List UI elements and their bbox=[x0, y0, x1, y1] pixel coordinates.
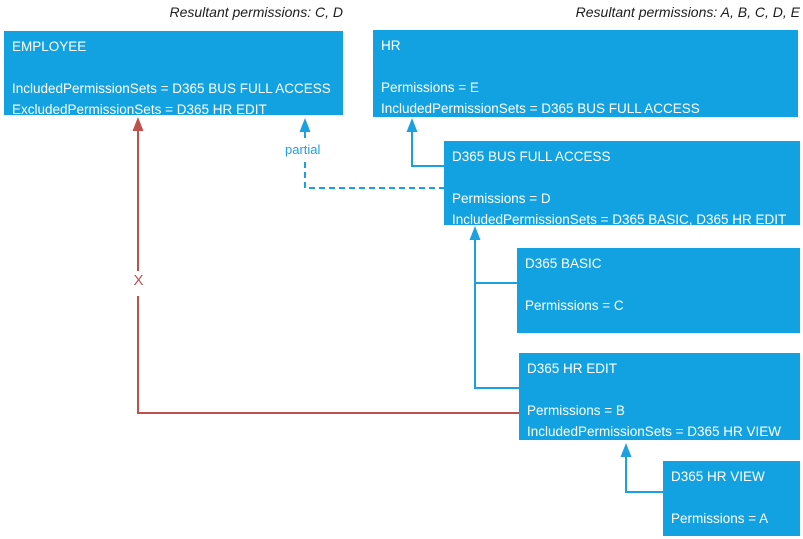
box-property: Permissions = C bbox=[525, 298, 624, 313]
box-blank-line bbox=[525, 274, 792, 295]
excluded-x-marker: X bbox=[130, 273, 147, 289]
partial-connector-label: partial bbox=[283, 142, 323, 158]
box-title: D365 HR VIEW bbox=[671, 469, 765, 484]
box-title: HR bbox=[381, 38, 401, 53]
box-title: D365 HR EDIT bbox=[527, 361, 618, 376]
permission-set-box-basic: D365 BASIC Permissions = C bbox=[517, 248, 800, 333]
permission-set-box-hr: HR Permissions = E IncludedPermissionSet… bbox=[373, 30, 798, 117]
box-property: Permissions = B bbox=[527, 403, 625, 418]
box-property: IncludedPermissionSets = D365 BUS FULL A… bbox=[381, 101, 700, 116]
permission-set-box-bus-full-access: D365 BUS FULL ACCESS Permissions = D Inc… bbox=[444, 141, 800, 227]
arrow-hrview-to-hredit bbox=[620, 443, 663, 493]
arrow-basic-and-hredit-to-busfullaccess bbox=[469, 226, 519, 389]
permission-set-box-employee: EMPLOYEE IncludedPermissionSets = D365 B… bbox=[4, 31, 343, 117]
permission-set-box-hr-view: D365 HR VIEW Permissions = A bbox=[663, 461, 800, 536]
box-property: Permissions = E bbox=[381, 80, 479, 95]
box-property: Permissions = A bbox=[671, 511, 769, 526]
box-title: D365 BUS FULL ACCESS bbox=[452, 149, 611, 164]
box-blank-line bbox=[12, 57, 335, 78]
box-property: IncludedPermissionSets = D365 HR VIEW bbox=[527, 424, 781, 439]
box-blank-line bbox=[671, 487, 792, 508]
box-blank-line bbox=[452, 167, 792, 188]
box-blank-line bbox=[381, 56, 790, 77]
box-title: EMPLOYEE bbox=[12, 39, 87, 54]
resultant-permissions-hr: Resultant permissions: A, B, C, D, E bbox=[575, 4, 800, 20]
box-property: IncludedPermissionSets = D365 BUS FULL A… bbox=[12, 81, 331, 96]
arrow-busfullaccess-to-hr bbox=[406, 118, 444, 167]
box-blank-line bbox=[527, 379, 792, 400]
resultant-permissions-employee: Resultant permissions: C, D bbox=[169, 4, 343, 20]
box-title: D365 BASIC bbox=[525, 256, 602, 271]
permission-set-box-hr-edit: D365 HR EDIT Permissions = B IncludedPer… bbox=[519, 353, 800, 440]
box-property: IncludedPermissionSets = D365 BASIC, D36… bbox=[452, 212, 787, 227]
box-property: Permissions = D bbox=[452, 191, 551, 206]
box-property: ExcludedPermissionSets = D365 HR EDIT bbox=[12, 102, 267, 117]
